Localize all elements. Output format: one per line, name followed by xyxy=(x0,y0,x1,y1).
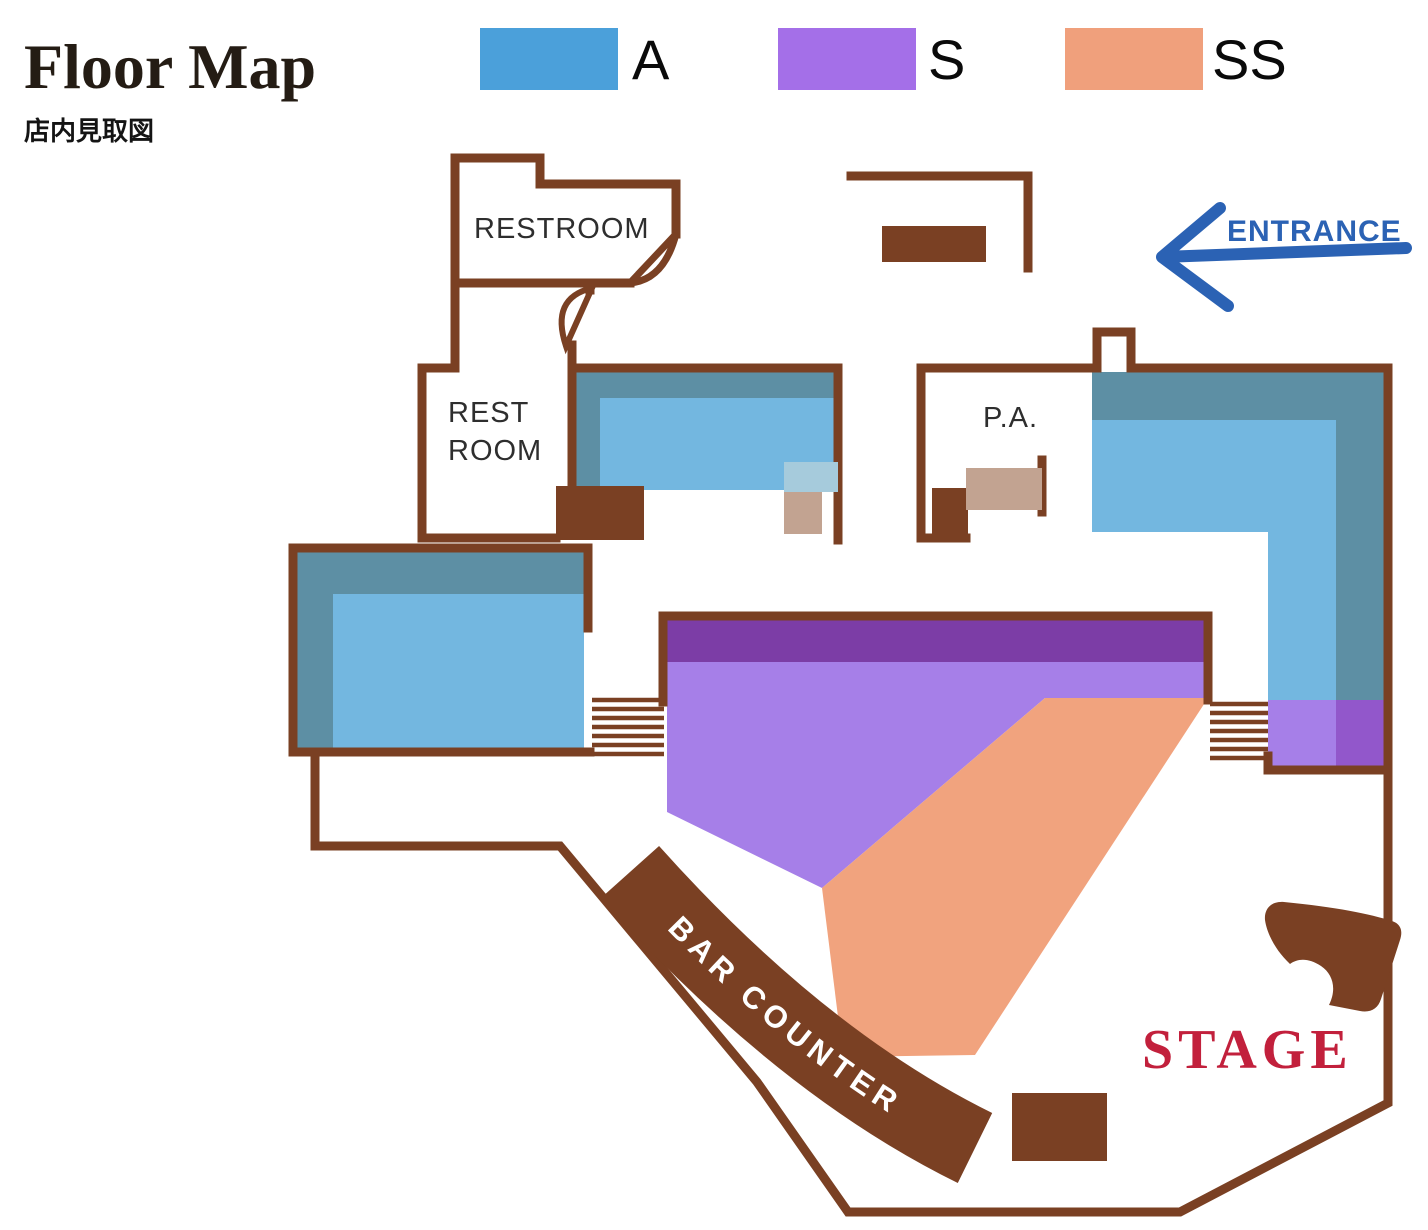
legend-label-ss: SS xyxy=(1212,28,1287,91)
restroom-left-text2: ROOM xyxy=(448,435,542,467)
bar-counter xyxy=(600,845,993,1183)
room-labels: RESTROOM REST ROOM P.A. ENTRANCE STAGE xyxy=(448,213,1402,1081)
stairs-left xyxy=(592,697,664,757)
restroom-left-label-line1: REST xyxy=(448,397,529,429)
seat-s-band-dark xyxy=(667,620,1208,662)
block-pa xyxy=(932,488,968,538)
legend-swatch-s xyxy=(778,28,916,90)
block-center-left xyxy=(556,486,644,540)
seat-s-right-dark xyxy=(1336,700,1384,770)
door-restroom-top xyxy=(621,231,680,288)
seat-s-right-light xyxy=(1268,700,1336,770)
entrance-label: ENTRANCE xyxy=(1227,215,1402,248)
bench-top xyxy=(882,226,986,262)
pa-label: P.A. xyxy=(983,402,1038,434)
legend: A S SS xyxy=(480,28,1287,91)
stairs xyxy=(592,697,1268,761)
stairs-right xyxy=(1210,701,1268,761)
seat-a-right-dark xyxy=(1092,372,1384,700)
stage-label: STAGE xyxy=(1142,1019,1353,1081)
entrance-arrow-icon xyxy=(1156,202,1412,312)
entrance-text: ENTRANCE xyxy=(1227,215,1402,248)
piano xyxy=(1264,901,1402,1012)
stage-text: STAGE xyxy=(1142,1019,1353,1081)
legend-swatch-ss xyxy=(1065,28,1203,90)
seat-a-left-light xyxy=(333,594,584,748)
block-stage-front xyxy=(1012,1093,1107,1161)
seat-ss-main xyxy=(822,698,1208,1057)
seat-areas xyxy=(297,372,1384,1057)
seat-s-main xyxy=(667,662,1208,888)
table-pa xyxy=(966,468,1042,510)
block-tan-small xyxy=(784,492,822,534)
seat-a-right-light xyxy=(1092,420,1336,700)
door-restroom-left xyxy=(558,283,598,355)
fixtures xyxy=(556,226,1402,1161)
restroom-left-label-line2: ROOM xyxy=(448,435,542,467)
header: Floor Map 店内見取図 xyxy=(24,31,316,147)
restroom-top-label: RESTROOM xyxy=(474,213,650,245)
page-subtitle: 店内見取図 xyxy=(24,117,154,147)
block-blue-small xyxy=(784,462,838,492)
restroom-top-text: RESTROOM xyxy=(474,213,650,245)
legend-label-s: S xyxy=(928,28,965,91)
page-title: Floor Map xyxy=(24,31,316,102)
pa-text: P.A. xyxy=(983,402,1038,434)
legend-swatch-a xyxy=(480,28,618,90)
restroom-left-text1: REST xyxy=(448,397,529,429)
legend-label-a: A xyxy=(632,28,670,91)
